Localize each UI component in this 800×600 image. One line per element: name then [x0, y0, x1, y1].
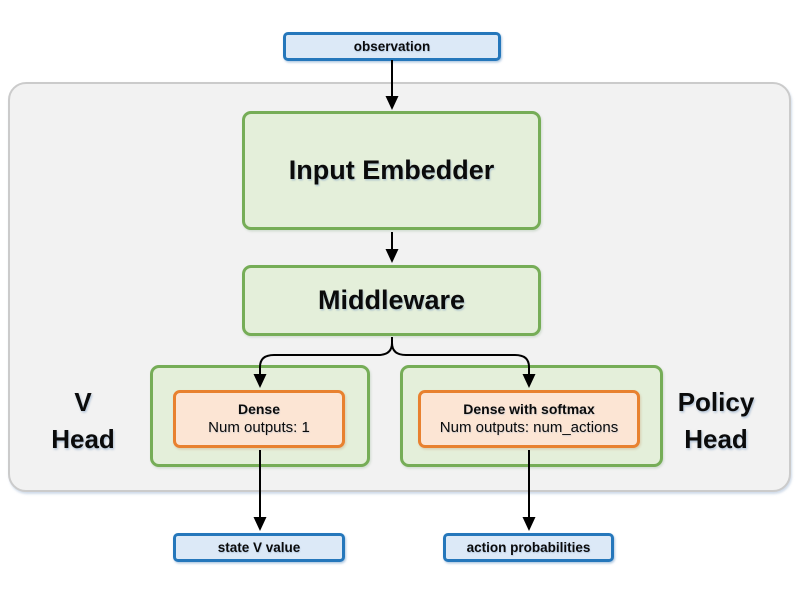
- observation-label: observation: [353, 39, 431, 54]
- policy-head-label-line2: Head: [684, 424, 748, 454]
- policy-head-label: Policy Head: [658, 384, 774, 458]
- state-v-value-label: state V value: [217, 540, 301, 555]
- v-head-layer-name: Dense: [237, 400, 281, 417]
- action-probabilities-label: action probabilities: [466, 540, 591, 555]
- policy-head-layer-detail: Num outputs: num_actions: [439, 419, 619, 437]
- middleware-block: Middleware: [242, 265, 541, 336]
- policy-head-layer-name: Dense with softmax: [463, 400, 595, 417]
- policy-head-label-line1: Policy: [677, 387, 755, 417]
- state-v-value-node: state V value: [173, 533, 345, 562]
- v-head-label-line2: Head: [51, 424, 115, 454]
- v-head-layer-detail: Num outputs: 1: [208, 419, 310, 437]
- policy-head-dense-layer: Dense with softmax Num outputs: num_acti…: [418, 390, 640, 448]
- v-head-label: V Head: [25, 384, 141, 458]
- middleware-label: Middleware: [317, 285, 466, 315]
- input-embedder-block: Input Embedder: [242, 111, 541, 230]
- v-head-dense-layer: Dense Num outputs: 1: [173, 390, 345, 448]
- action-probabilities-node: action probabilities: [443, 533, 614, 562]
- input-embedder-label: Input Embedder: [288, 155, 495, 185]
- observation-node: observation: [283, 32, 501, 61]
- v-head-label-line1: V: [74, 387, 92, 417]
